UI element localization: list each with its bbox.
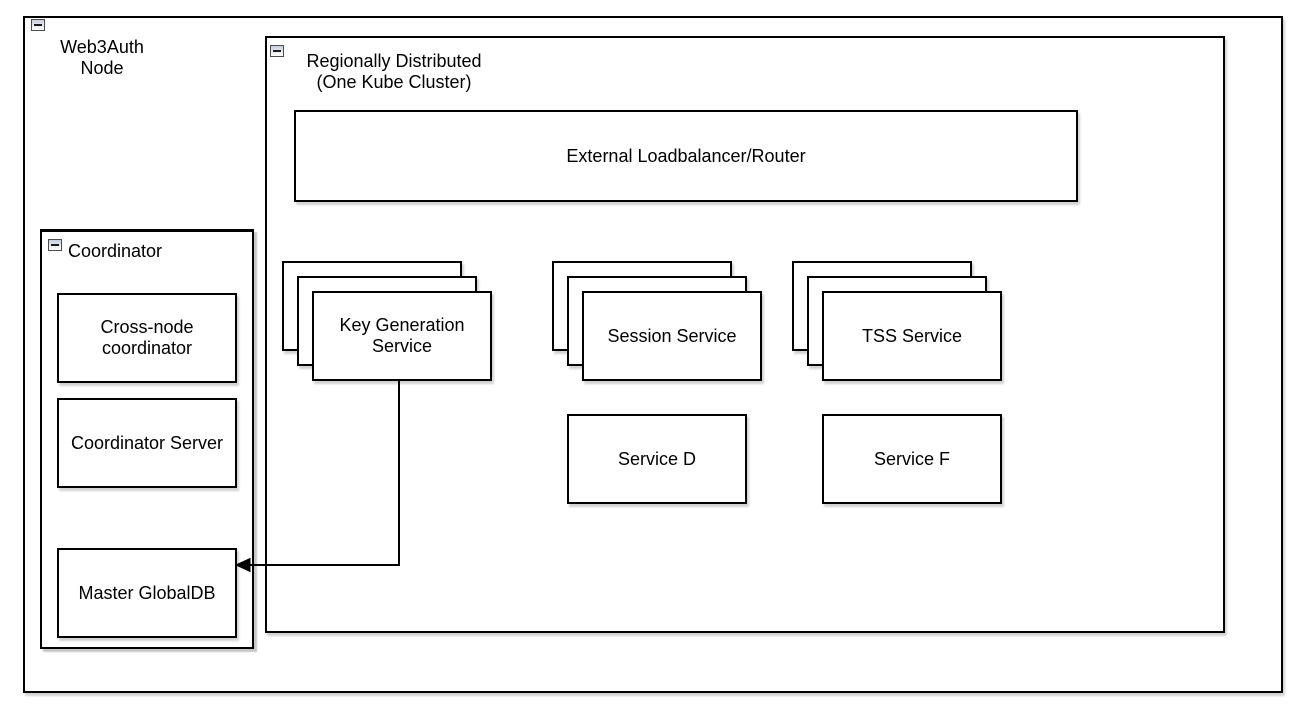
node-coordinator-server[interactable]: Coordinator Server xyxy=(57,398,237,488)
group-label-regionally-distributed: Regionally Distributed (One Kube Cluster… xyxy=(289,51,499,93)
label-line: (One Kube Cluster) xyxy=(316,72,472,92)
node-label: TSS Service xyxy=(861,325,963,346)
minus-glyph xyxy=(34,24,42,26)
minus-glyph xyxy=(273,50,281,52)
node-key-generation-service[interactable]: Key Generation Service xyxy=(312,291,492,381)
node-service-f[interactable]: Service F xyxy=(822,414,1002,504)
node-master-globaldb[interactable]: Master GlobalDB xyxy=(57,548,237,638)
node-label: Session Service xyxy=(607,325,737,346)
label-line: Regionally Distributed xyxy=(306,51,482,71)
node-label: Master GlobalDB xyxy=(78,582,216,603)
node-stack-tss-service[interactable]: TSS Service xyxy=(792,261,1004,383)
node-session-service[interactable]: Session Service xyxy=(582,291,762,381)
node-stack-session-service[interactable]: Session Service xyxy=(552,261,764,383)
minus-glyph xyxy=(51,244,59,246)
node-service-d[interactable]: Service D xyxy=(567,414,747,504)
node-cross-node-coordinator[interactable]: Cross-node coordinator xyxy=(57,293,237,383)
label-line: Web3Auth xyxy=(60,37,144,57)
node-label: Service D xyxy=(617,448,697,469)
group-web3auth-node[interactable]: Web3Auth Node Regionally Distributed (On… xyxy=(23,16,1283,693)
node-label: Key Generation xyxy=(339,315,465,335)
group-label-web3auth-node: Web3Auth Node xyxy=(42,37,162,79)
node-tss-service[interactable]: TSS Service xyxy=(822,291,1002,381)
group-regionally-distributed[interactable]: Regionally Distributed (One Kube Cluster… xyxy=(265,36,1225,633)
node-label: External Loadbalancer/Router xyxy=(566,145,806,166)
node-label: Service F xyxy=(873,448,951,469)
collapse-minus-icon[interactable] xyxy=(48,239,62,251)
node-label: Coordinator Server xyxy=(70,432,224,453)
node-label: Service xyxy=(371,336,433,356)
label-line: Node xyxy=(80,58,124,78)
node-external-loadbalancer[interactable]: External Loadbalancer/Router xyxy=(294,110,1078,202)
collapse-minus-icon[interactable] xyxy=(270,45,284,57)
node-label: Cross-node xyxy=(100,317,194,337)
group-coordinator[interactable]: Coordinator Cross-node coordinator Coord… xyxy=(40,229,254,649)
collapse-minus-icon[interactable] xyxy=(31,19,45,31)
node-label: coordinator xyxy=(101,338,193,358)
node-stack-key-generation-service[interactable]: Key Generation Service xyxy=(282,261,494,383)
group-label-coordinator: Coordinator xyxy=(68,241,163,261)
